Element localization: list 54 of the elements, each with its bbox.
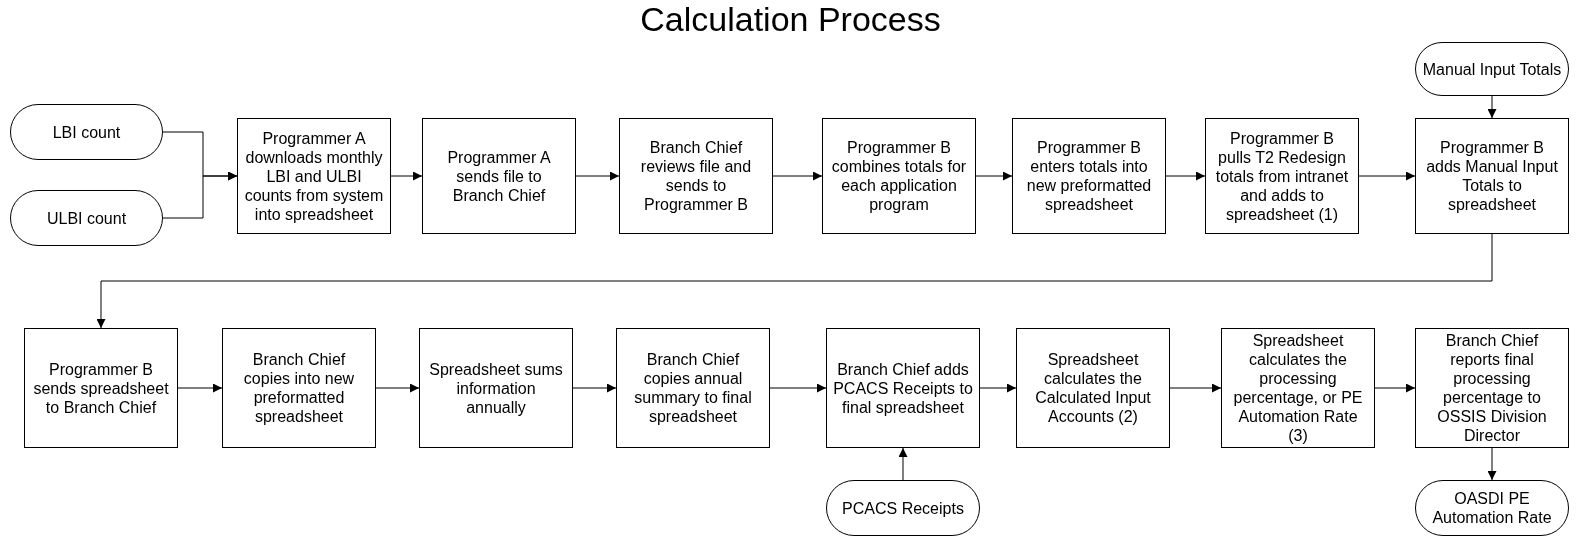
process-box — [422, 118, 576, 234]
arrow — [572, 383, 617, 393]
arrow — [772, 171, 823, 181]
arrow — [1165, 171, 1206, 181]
arrow — [575, 171, 620, 181]
arrow — [1487, 95, 1497, 119]
node-label: Programmer A downloads monthly LBI and ULBI counts from system into spreadsheet — [244, 128, 384, 224]
arrow — [177, 383, 223, 393]
arrow — [979, 383, 1017, 393]
arrow — [769, 383, 827, 393]
arrow — [1487, 447, 1497, 481]
node-label: ULBI count — [46, 208, 127, 228]
process-box — [1012, 118, 1166, 234]
node-label: Programmer B adds Manual Input Totals to spreadsheet — [1425, 138, 1559, 214]
arrow — [375, 383, 420, 393]
process-box — [419, 328, 573, 448]
process-box — [1016, 328, 1170, 448]
arrow — [898, 447, 908, 481]
node-label: Branch Chief reports final processing percentage to OSSIS Division Director — [1436, 331, 1548, 445]
process-box — [826, 328, 980, 448]
process-box — [1415, 328, 1569, 448]
node-label: Programmer B pulls T2 Redesign totals from intranet and adds to spreadsheet (1) — [1214, 128, 1350, 224]
node-label: Programmer A sends file to Branch Chief — [446, 147, 552, 205]
arrow — [162, 171, 238, 219]
node-label: LBI count — [52, 122, 121, 142]
process-box — [1415, 118, 1569, 234]
node-label: Spreadsheet sums information annually — [428, 359, 564, 417]
arrow — [1169, 383, 1222, 393]
process-box — [1205, 118, 1359, 234]
process-box — [616, 328, 770, 448]
node-label: Branch Chief copies into new preformatted spreadsheet — [242, 350, 356, 426]
process-box — [222, 328, 376, 448]
node-label: PCACS Receipts — [842, 498, 964, 518]
node-label: OASDI PE Automation Rate — [1431, 489, 1553, 527]
arrow — [975, 171, 1013, 181]
process-box — [619, 118, 773, 234]
node-label: Manual Input Totals — [1422, 59, 1562, 79]
process-box — [822, 118, 976, 234]
node-label: Spreadsheet calculates the Calculated Input Accounts (2) — [1034, 350, 1152, 426]
node-label: Branch Chief copies annual summary to final spreadsheet — [633, 350, 753, 426]
diagram-title: Calculation Process — [639, 0, 942, 38]
node-label: Programmer B combines totals for each application program — [830, 138, 968, 214]
node-label: Branch Chief reviews file and sends to Programmer B — [639, 138, 753, 214]
node-label: Programmer B enters totals into new preformatted spreadsheet — [1025, 138, 1153, 214]
arrow — [96, 233, 1493, 329]
node-label: Spreadsheet calculates the processing percentage, or PE Automation Rate (3) — [1232, 331, 1364, 445]
node-label: Branch Chief adds PCACS Receipts to final spreadsheet — [833, 359, 973, 417]
process-box — [237, 118, 391, 234]
arrow — [1358, 171, 1416, 181]
process-box — [24, 328, 178, 448]
arrow — [1374, 383, 1416, 393]
process-box — [1221, 328, 1375, 448]
arrow — [390, 171, 423, 181]
node-label: Programmer B sends spreadsheet to Branch Chief — [32, 359, 170, 417]
